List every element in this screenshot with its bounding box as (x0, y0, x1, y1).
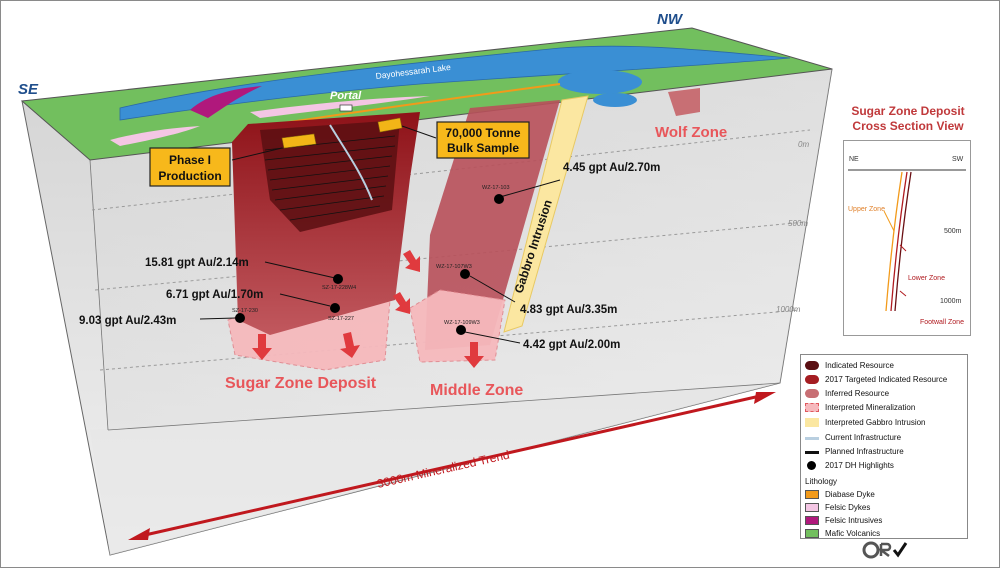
felsic-intrusive (190, 86, 262, 118)
small-lake (593, 93, 637, 107)
sugar-zone-label: Sugar Zone Deposit (225, 375, 377, 392)
wolf-zone-body (668, 88, 700, 116)
gabbro-intrusion (503, 95, 589, 333)
svg-text:WZ-17-107W3: WZ-17-107W3 (436, 264, 472, 270)
depth-1000-label: 1000m (776, 305, 801, 314)
felsic-intrusive-swatch (805, 515, 819, 525)
middle-zone-body (425, 100, 560, 350)
drillhole: WZ-17-107W3 4.83 gpt Au/3.35m (436, 264, 617, 316)
svg-text:9.03 gpt Au/2.43m: 9.03 gpt Au/2.43m (79, 315, 176, 327)
drillhole-swatch (807, 460, 816, 470)
portal-label: Portal (330, 90, 362, 102)
svg-text:4.45 gpt Au/2.70m: 4.45 gpt Au/2.70m (563, 162, 660, 174)
current-infrastructure (329, 124, 373, 201)
svg-text:15.81 gpt Au/2.14m: 15.81 gpt Au/2.14m (145, 257, 249, 269)
inset-cross-section: NE SW Upper Zone Lower Zone Footwall Zon… (843, 140, 971, 336)
svg-text:Bulk Sample: Bulk Sample (447, 141, 519, 155)
indicated-resource (260, 120, 400, 232)
logo-mark (862, 541, 908, 559)
current-infrastructure-swatch (805, 434, 819, 440)
phase1-callout: Phase I Production (149, 133, 317, 187)
legend: Indicated Resource 2017 Targeted Indicat… (800, 354, 968, 539)
inset-footwall-zone: Footwall Zone (920, 319, 964, 326)
svg-text:4.83 gpt Au/3.35m: 4.83 gpt Au/3.35m (520, 304, 617, 316)
legend-item: Current Infrastructure (805, 431, 901, 443)
svg-text:SZ-17-228W4: SZ-17-228W4 (322, 285, 356, 291)
svg-text:4.42 gpt Au/2.00m: 4.42 gpt Au/2.00m (523, 339, 620, 351)
company-logo (862, 540, 908, 560)
legend-item: 2017 Targeted Indicated Resource (805, 373, 947, 385)
inset-sw: SW (952, 156, 964, 163)
direction-arrows (252, 250, 484, 368)
inset-title: Sugar Zone Deposit Cross Section View (842, 104, 974, 134)
depth-500-label: 500m (788, 219, 808, 228)
legend-item: Mafic Volcanics (805, 527, 880, 539)
svg-text:6.71 gpt Au/1.70m: 6.71 gpt Au/1.70m (166, 289, 263, 301)
felsic-dyke (110, 126, 200, 146)
legend-item: Inferred Resource (805, 387, 889, 399)
bulk-sample-callout: 70,000 Tonne Bulk Sample (377, 117, 530, 159)
diabase-swatch (805, 489, 819, 499)
inferred-resource-swatch (805, 388, 819, 398)
inset-depth-1000: 1000m (940, 298, 962, 305)
drillhole: WZ-17-109W3 4.42 gpt Au/2.00m (444, 320, 620, 351)
inset-lower-zone: Lower Zone (908, 275, 945, 282)
targeted-resource-swatch (805, 374, 819, 384)
legend-item: Interpreted Gabbro Intrusion (805, 416, 926, 428)
drillhole: SZ-17-227 6.71 gpt Au/1.70m (166, 289, 354, 322)
small-lake (558, 70, 642, 94)
drillhole: SZ-17-228W4 15.81 gpt Au/2.14m (145, 257, 356, 291)
legend-item: Planned Infrastructure (805, 445, 904, 457)
wolf-zone-label: Wolf Zone (655, 124, 727, 141)
drillhole: WZ-17-103 4.45 gpt Au/2.70m (482, 162, 660, 204)
svg-text:SZ-17-227: SZ-17-227 (328, 316, 354, 322)
legend-item: Interpreted Mineralization (805, 401, 915, 413)
lithology-title: Lithology (805, 476, 838, 486)
svg-text:WZ-17-103: WZ-17-103 (482, 185, 510, 191)
planned-infrastructure-swatch (805, 448, 819, 454)
drillhole: SZ-17-230 9.03 gpt Au/2.43m (79, 308, 258, 327)
legend-item: Diabase Dyke (805, 488, 875, 500)
svg-text:70,000 Tonne: 70,000 Tonne (445, 126, 520, 140)
felsic-dyke-swatch (805, 502, 819, 512)
inset-ne: NE (849, 156, 859, 163)
legend-item: Indicated Resource (805, 359, 894, 371)
inset-upper-zone: Upper Zone (848, 206, 885, 213)
inset-depth-500: 500m (944, 228, 962, 235)
depth-0-label: 0m (798, 140, 809, 149)
inset-title-line2: Cross Section View (852, 119, 964, 133)
svg-text:WZ-17-109W3: WZ-17-109W3 (444, 320, 480, 326)
compass-se: SE (18, 81, 39, 98)
legend-item: Felsic Intrusives (805, 514, 882, 526)
interpreted-mineralization-swatch (805, 402, 819, 412)
legend-item: 2017 DH Highlights (805, 459, 894, 471)
inner-edge (107, 382, 781, 431)
middle-zone-mineralization (409, 289, 506, 363)
middle-zone-label: Middle Zone (430, 382, 523, 399)
inset-title-line1: Sugar Zone Deposit (851, 104, 965, 118)
legend-item: Felsic Dykes (805, 501, 870, 513)
svg-text:SZ-17-230: SZ-17-230 (232, 308, 258, 314)
svg-text:Phase I: Phase I (169, 153, 211, 167)
mafic-volcanics-swatch (805, 528, 819, 538)
compass-nw: NW (657, 11, 684, 28)
gabbro-swatch (805, 417, 819, 427)
inner-edge (89, 159, 109, 431)
inset-drawing: NE SW Upper Zone Lower Zone Footwall Zon… (848, 156, 966, 326)
indicated-resource-swatch (805, 360, 819, 370)
svg-text:Production: Production (158, 169, 221, 183)
lake (119, 45, 791, 121)
portal-marker (339, 104, 353, 112)
